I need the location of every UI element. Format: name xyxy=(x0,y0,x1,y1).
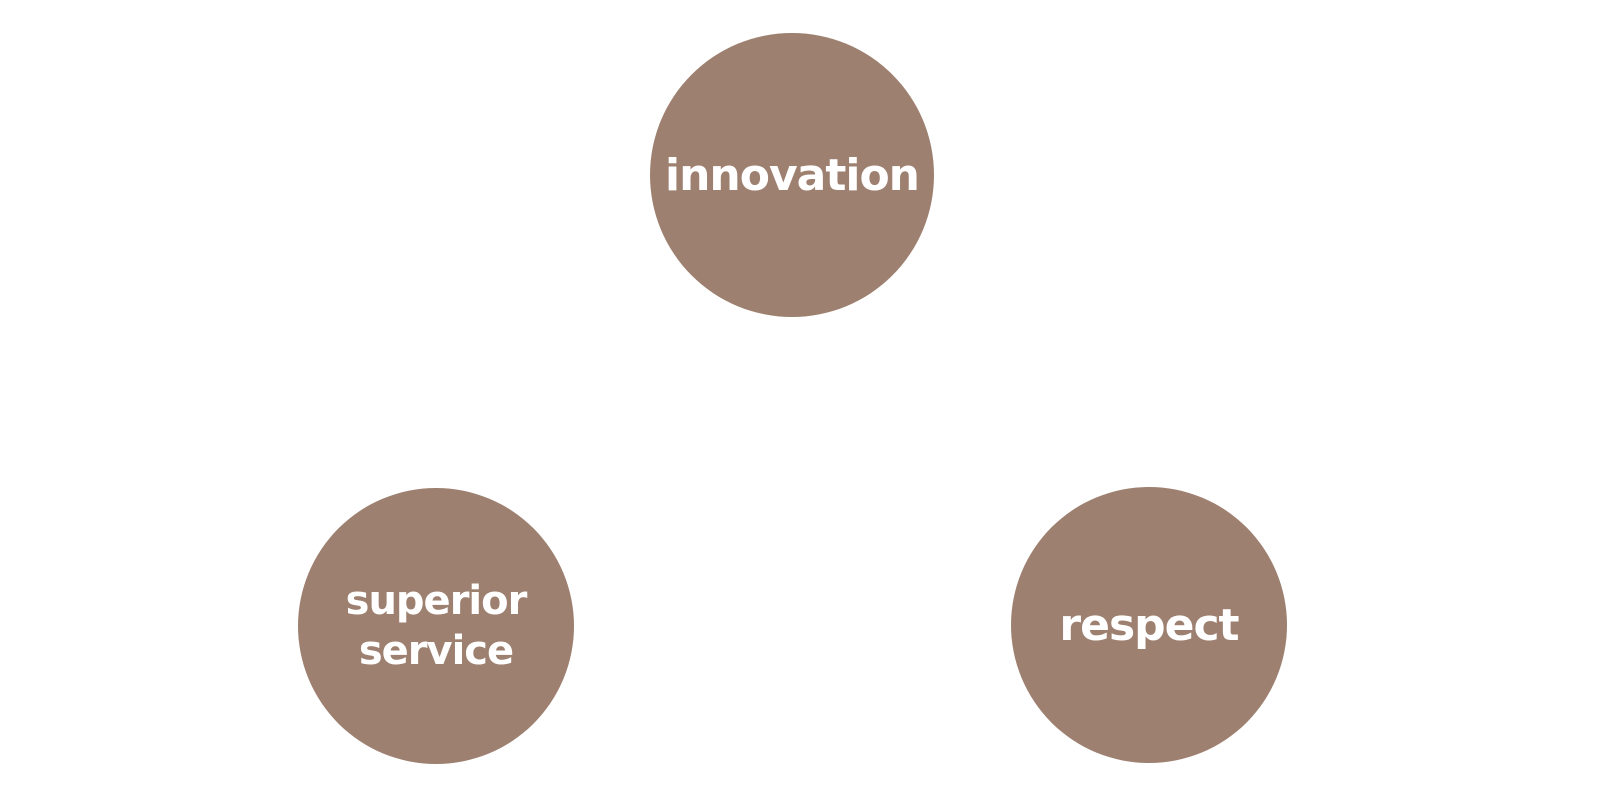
node-label-respect: respect xyxy=(1059,599,1239,651)
circle-node-respect: respect xyxy=(1011,487,1287,763)
node-label-innovation: innovation xyxy=(665,149,920,201)
circle-node-innovation: innovation xyxy=(650,33,934,317)
node-label-superior-service: superior service xyxy=(345,578,528,674)
circle-node-superior-service: superior service xyxy=(298,488,574,764)
